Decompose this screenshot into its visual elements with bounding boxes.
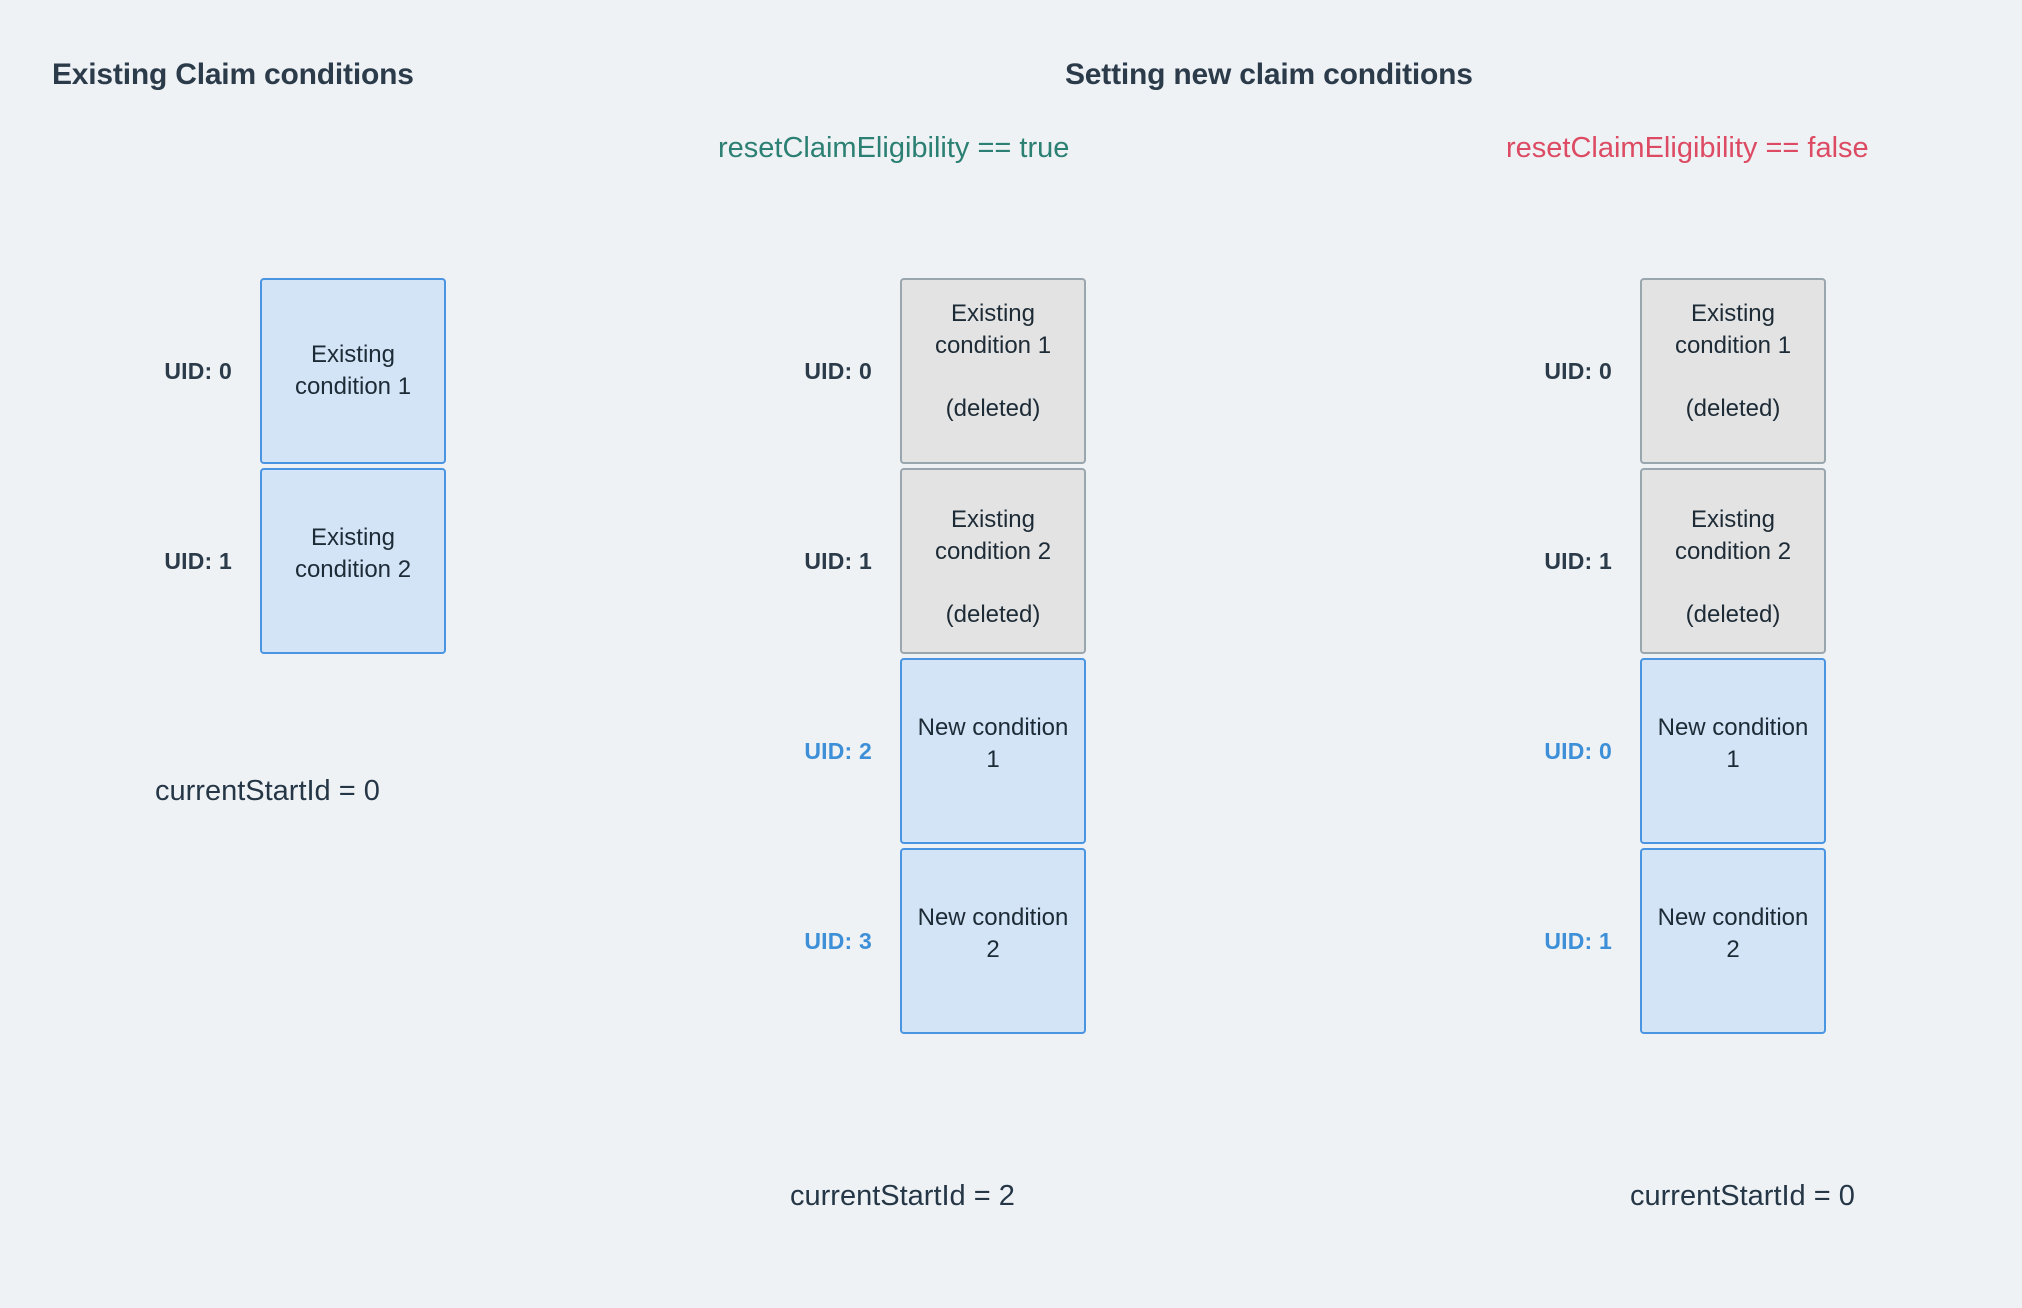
- condition-box: New condition 2: [1640, 848, 1826, 1034]
- uid-label: UID: 1: [1544, 927, 1612, 954]
- condition-row: UID: 1 New condition 2: [1490, 848, 1826, 1034]
- footer-current-start-id-reset-false: currentStartId = 0: [1630, 1180, 1855, 1212]
- uid-label: UID: 1: [1544, 547, 1612, 574]
- column-existing-conditions: UID: 0 Existing condition 1 UID: 1 Existing…: [0, 0, 640, 1308]
- uid-label: UID: 0: [1544, 357, 1612, 384]
- page-title-new-conditions: Setting new claim conditions: [1065, 58, 1473, 91]
- condition-box-deleted: Existing condition 1 (deleted): [900, 278, 1086, 464]
- condition-box-status-note: (deleted): [945, 600, 1041, 628]
- condition-box-title: Existing condition 2: [294, 524, 412, 584]
- condition-box-title: Existing condition 2: [934, 506, 1052, 566]
- condition-box-status-note: (deleted): [1685, 600, 1781, 628]
- condition-row: UID: 0 New condition 1: [1490, 658, 1826, 844]
- condition-row: UID: 0 Existing condition 1 (deleted): [1490, 278, 1826, 464]
- condition-box-title: Existing condition 1: [294, 340, 412, 400]
- page-title-existing-conditions: Existing Claim conditions: [52, 58, 414, 91]
- condition-box: Existing condition 2: [260, 468, 446, 654]
- uid-label: UID: 0: [804, 357, 872, 384]
- uid-label: UID: 1: [804, 547, 872, 574]
- condition-box-deleted: Existing condition 2 (deleted): [900, 468, 1086, 654]
- condition-box-title: New condition 1: [1657, 714, 1809, 774]
- condition-box-deleted: Existing condition 1 (deleted): [1640, 278, 1826, 464]
- condition-box-title: Existing condition 1: [934, 300, 1052, 360]
- condition-box-title: Existing condition 2: [1674, 506, 1792, 566]
- condition-row: UID: 2 New condition 1: [750, 658, 1086, 844]
- condition-box-title: New condition 1: [917, 714, 1069, 774]
- condition-box-deleted: Existing condition 2 (deleted): [1640, 468, 1826, 654]
- uid-label: UID: 3: [804, 927, 872, 954]
- condition-box: New condition 1: [900, 658, 1086, 844]
- condition-row: UID: 1 Existing condition 2 (deleted): [750, 468, 1086, 654]
- condition-row: UID: 0 Existing condition 1: [110, 278, 446, 464]
- condition-row: UID: 3 New condition 2: [750, 848, 1086, 1034]
- uid-label: UID: 0: [1544, 737, 1612, 764]
- uid-label: UID: 2: [804, 737, 872, 764]
- uid-label: UID: 0: [164, 357, 232, 384]
- condition-box: New condition 2: [900, 848, 1086, 1034]
- condition-row: UID: 1 Existing condition 2 (deleted): [1490, 468, 1826, 654]
- condition-box-title: New condition 2: [917, 904, 1069, 964]
- condition-reset-eligibility-false: resetClaimEligibility == false: [1506, 132, 1869, 164]
- condition-box: New condition 1: [1640, 658, 1826, 844]
- condition-box-status-note: (deleted): [1685, 394, 1781, 422]
- footer-current-start-id-reset-true: currentStartId = 2: [790, 1180, 1015, 1212]
- condition-reset-eligibility-true: resetClaimEligibility == true: [718, 132, 1070, 164]
- condition-box-title: New condition 2: [1657, 904, 1809, 964]
- condition-box: Existing condition 1: [260, 278, 446, 464]
- condition-row: UID: 0 Existing condition 1 (deleted): [750, 278, 1086, 464]
- condition-box-status-note: (deleted): [945, 394, 1041, 422]
- condition-row: UID: 1 Existing condition 2: [110, 468, 446, 654]
- uid-label: UID: 1: [164, 547, 232, 574]
- condition-box-title: Existing condition 1: [1674, 300, 1792, 360]
- footer-current-start-id-existing: currentStartId = 0: [155, 775, 380, 807]
